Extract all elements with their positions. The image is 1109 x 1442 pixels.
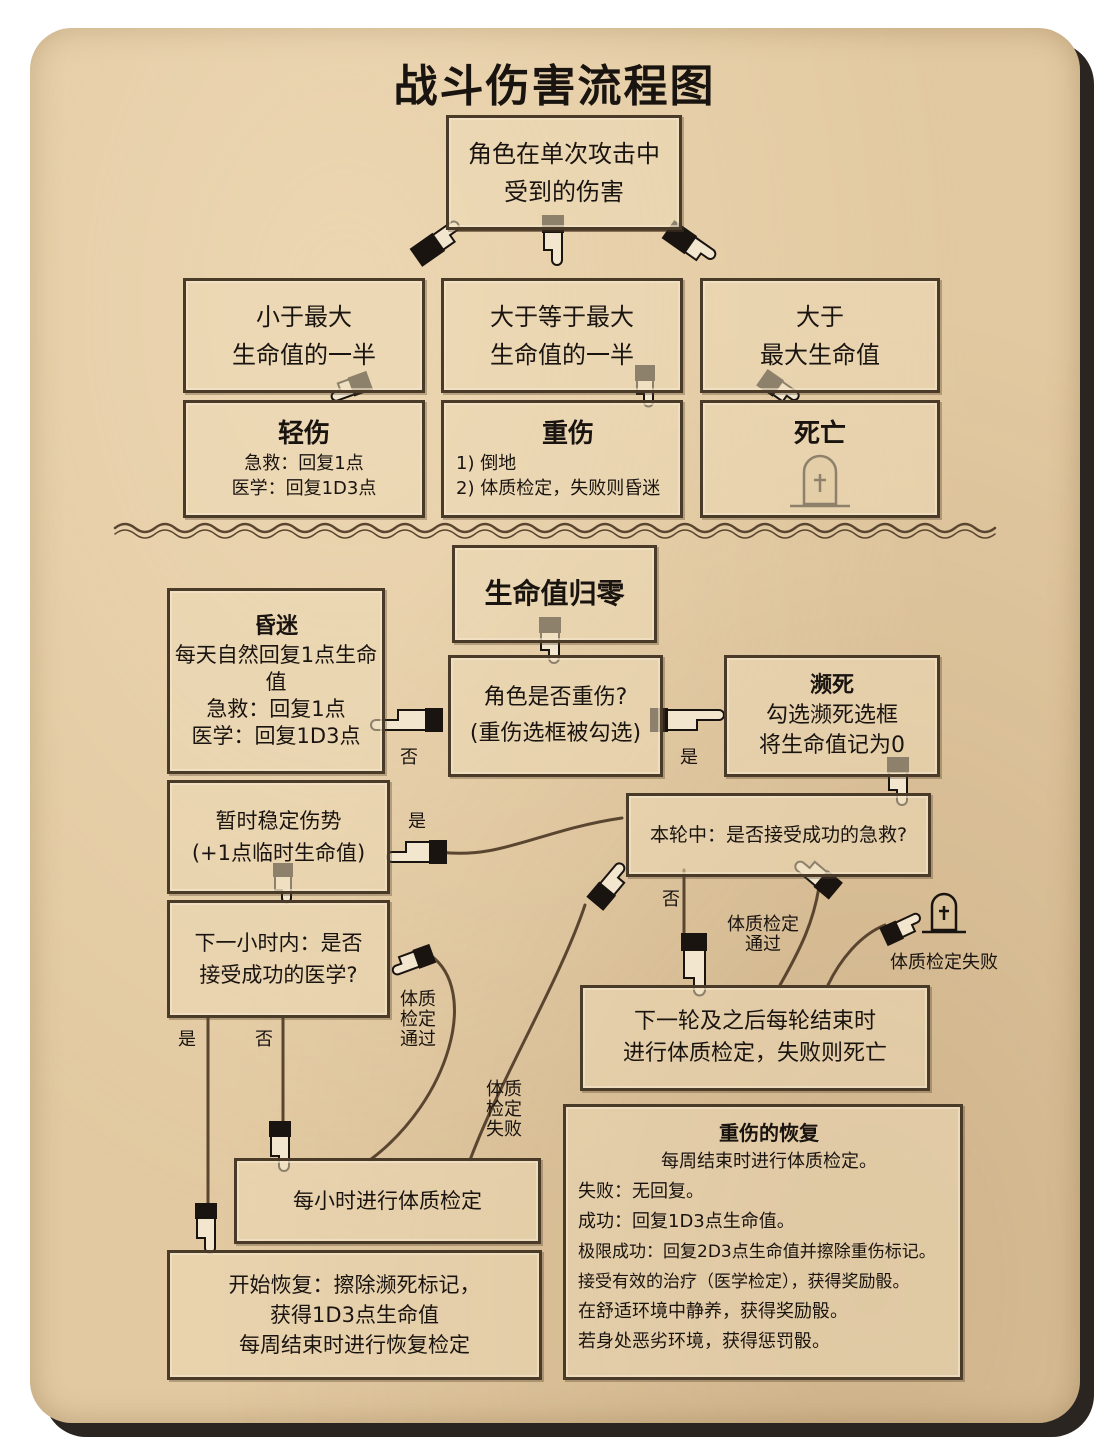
hourly-check-box: 每小时进行体质检定 (234, 1158, 541, 1244)
page-title: 战斗伤害流程图 (393, 61, 716, 112)
next-round-text: 下一轮及之后每轮结束时 进行体质检定，失败则死亡 (622, 1009, 887, 1066)
hourly-check-text: 每小时进行体质检定 (293, 1189, 482, 1213)
curve-first-aid-to-stabilize (438, 816, 624, 855)
curve-con-pass (778, 878, 822, 987)
hp-zero-text: 生命值归零 (484, 577, 625, 610)
is-major-text: 角色是否重伤? (重伤选框被勾选) (469, 685, 642, 746)
death-title: 死亡 (793, 419, 846, 449)
medicine-question-text: 下一小时内：是否 接受成功的医学? (194, 931, 363, 987)
major-recovery-line: 极限成功：回复2D3点生命值并擦除重伤标记。 (578, 1242, 936, 1262)
minor-condition-text: 小于最大 生命值的一半 (232, 302, 376, 369)
death-box: 死亡 (700, 400, 940, 518)
major-recovery-line: 失败：无回复。 (578, 1181, 704, 1202)
major-recovery-title: 重伤的恢复 (719, 1121, 819, 1145)
label-yes: 是 (178, 1029, 196, 1050)
label-con-fail: 体质 检定 失败 (486, 1079, 522, 1140)
root-text: 角色在单次攻击中 受到的伤害 (468, 139, 660, 206)
recovery-text: 开始恢复：擦除濒死标记， 获得1D3点生命值 每周结束时进行恢复检定 (228, 1273, 481, 1357)
death-condition-text: 大于 最大生命值 (760, 302, 880, 369)
pointing-hand-icon (391, 943, 437, 976)
label-no: 否 (255, 1029, 273, 1050)
major-recovery-line: 若身处恶劣环境，获得惩罚骰。 (578, 1331, 830, 1352)
unconscious-text: 每天自然回复1点生命值 急救：回复1点 医学：回复1D3点 (174, 643, 378, 748)
major-condition-box: 大于等于最大 生命值的一半 (441, 278, 683, 393)
recovery-box: 开始恢复：擦除濒死标记， 获得1D3点生命值 每周结束时进行恢复检定 (167, 1250, 542, 1380)
label-con-fail: 体质检定失败 (890, 952, 998, 973)
pointing-hand-icon (195, 1203, 217, 1254)
major-recovery-line: 成功：回复1D3点生命值。 (578, 1211, 795, 1232)
pointing-hand-icon (386, 840, 447, 864)
wavy-divider (113, 522, 997, 534)
label-yes: 是 (680, 747, 698, 768)
label-no: 否 (400, 747, 418, 768)
minor-condition-box: 小于最大 生命值的一半 (183, 278, 425, 393)
label-yes: 是 (408, 811, 426, 832)
major-wound-text: 1) 倒地 2) 体质检定，失败则昏迷 (456, 453, 661, 499)
stabilize-text: 暂时稳定伤势 (+1点临时生命值) (191, 809, 366, 865)
major-recovery-line: 在舒适环境中静养，获得奖励骰。 (578, 1301, 848, 1322)
death-condition-box: 大于 最大生命值 (700, 278, 940, 393)
minor-wound-title: 轻伤 (277, 419, 330, 449)
major-recovery-line: 接受有效的治疗（医学检定），获得奖励骰。 (578, 1272, 910, 1292)
unconscious-box: 昏迷 每天自然回复1点生命值 急救：回复1点 医学：回复1D3点 (167, 588, 385, 774)
label-con-pass: 体质检定 通过 (727, 914, 799, 955)
dying-text: 勾选濒死选框 将生命值记为0 (759, 703, 905, 758)
label-no: 否 (662, 889, 680, 910)
major-wound-title: 重伤 (541, 419, 594, 449)
curve-con-fail (826, 923, 887, 987)
next-round-box: 下一轮及之后每轮结束时 进行体质检定，失败则死亡 (580, 985, 930, 1091)
first-aid-question-box: 本轮中：是否接受成功的急救? (626, 793, 931, 877)
stabilize-box: 暂时稳定伤势 (+1点临时生命值) (167, 780, 390, 894)
pointing-hand-icon (586, 862, 626, 911)
is-major-box: 角色是否重伤? (重伤选框被勾选) (448, 655, 663, 777)
major-recovery-line: 每周结束时进行体质检定。 (661, 1151, 877, 1172)
root-box: 角色在单次攻击中 受到的伤害 (446, 115, 682, 230)
first-aid-question-text: 本轮中：是否接受成功的急救? (649, 824, 908, 846)
label-con-pass: 体质 检定 通过 (400, 989, 436, 1050)
minor-wound-text: 急救：回复1点 医学：回复1D3点 (231, 453, 377, 499)
curve-hourly-pass (368, 953, 456, 1162)
major-condition-text: 大于等于最大 生命值的一半 (490, 302, 634, 369)
hp-zero-box: 生命值归零 (452, 545, 657, 643)
unconscious-title: 昏迷 (253, 614, 298, 639)
dying-box: 濒死 勾选濒死选框 将生命值记为0 (724, 655, 940, 777)
curve-hourly-fail (468, 903, 587, 1162)
dying-title: 濒死 (809, 673, 854, 698)
tombstone-icon (922, 892, 966, 934)
pointing-hand-icon (879, 912, 922, 947)
minor-wound-box: 轻伤 急救：回复1点 医学：回复1D3点 (183, 400, 425, 518)
medicine-question-box: 下一小时内：是否 接受成功的医学? (167, 900, 390, 1018)
major-wound-box: 重伤 1) 倒地 2) 体质检定，失败则昏迷 (441, 400, 683, 518)
major-recovery-box: 重伤的恢复 每周结束时进行体质检定。 失败：无回复。 成功：回复1D3点生命值。… (563, 1104, 963, 1380)
